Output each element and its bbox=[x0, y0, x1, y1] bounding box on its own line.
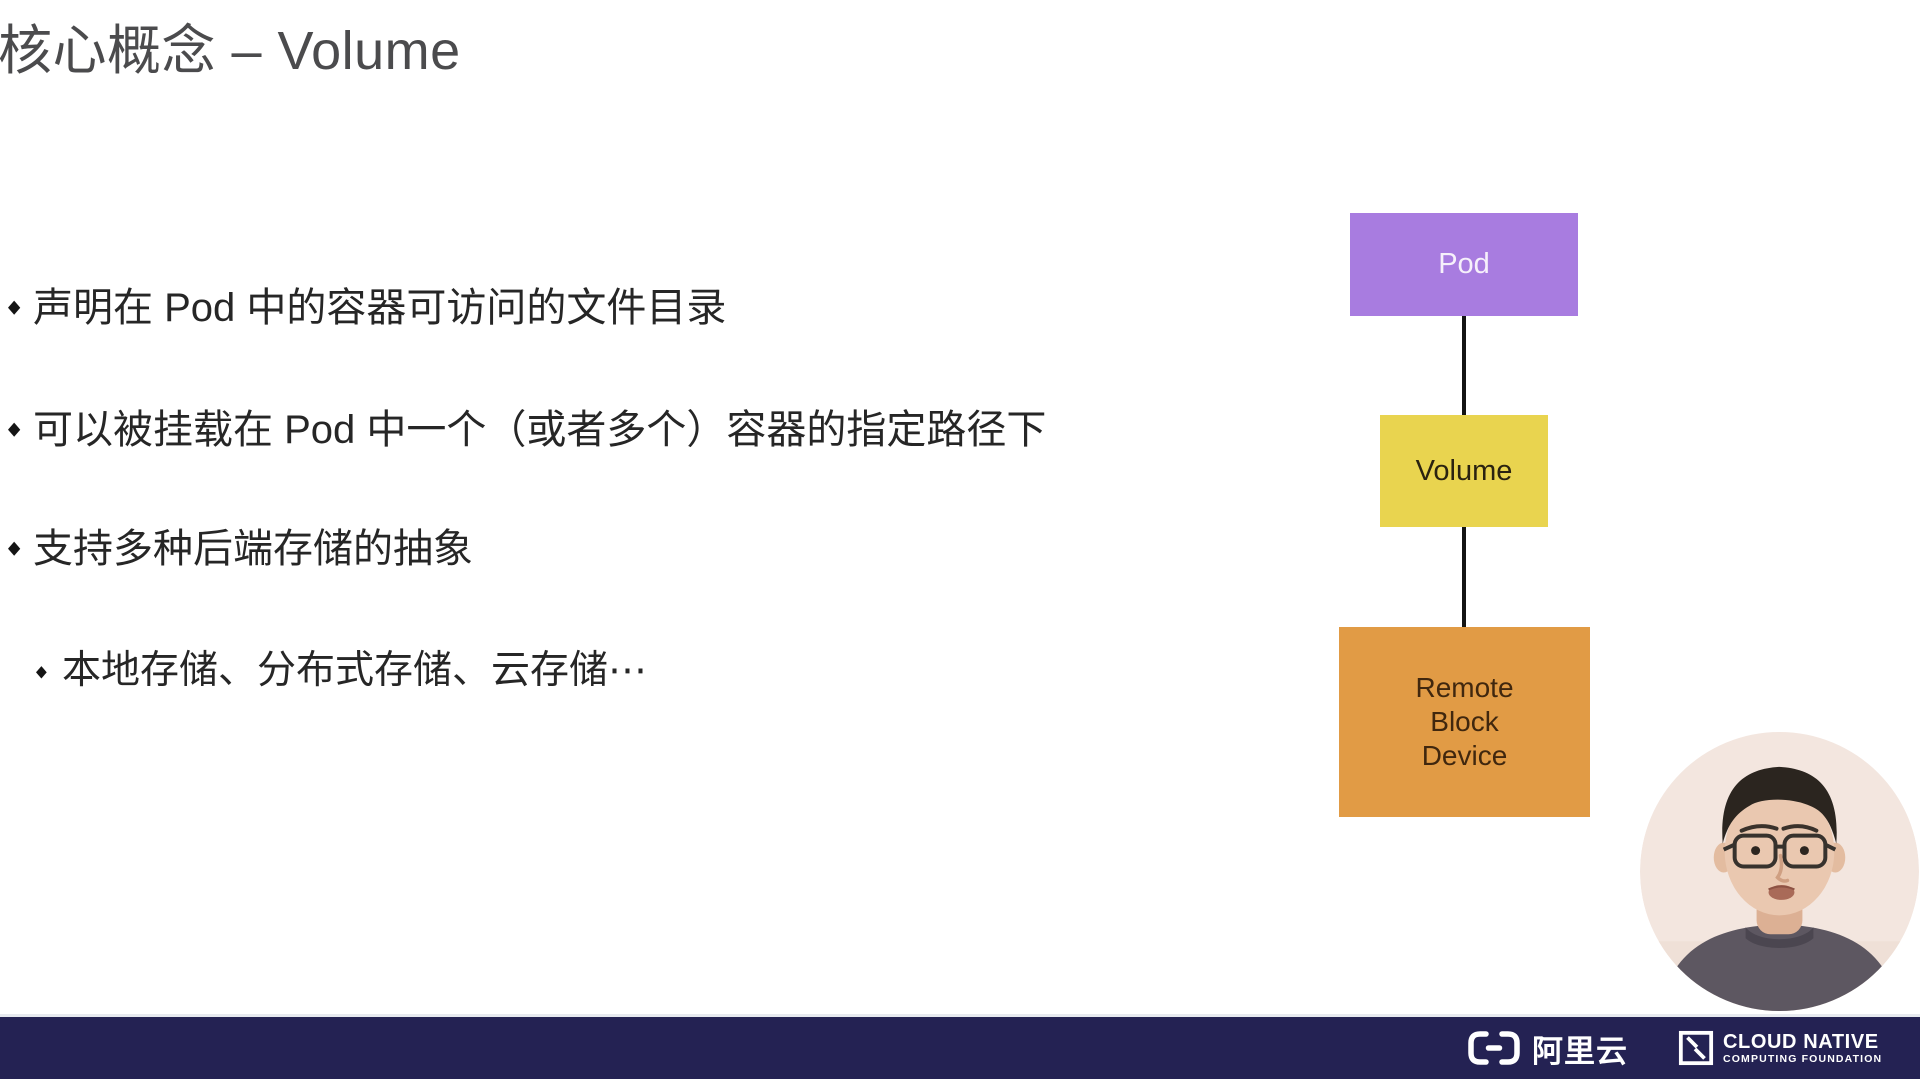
footer-bar: 阿里云 CLOUD NATIVE COMPUTING FOUNDATION bbox=[0, 1017, 1920, 1079]
diagram-connector-pod-volume bbox=[1462, 316, 1466, 415]
diagram-node-volume: Volume bbox=[1380, 415, 1548, 527]
diagram-node-remote-block-device: Remote Block Device bbox=[1339, 627, 1590, 817]
page-title: 核心概念 – Volume bbox=[0, 21, 461, 81]
diagram-node-remote-label-line: Device bbox=[1421, 740, 1508, 771]
cncf-logo: CLOUD NATIVE COMPUTING FOUNDATION bbox=[1678, 1017, 1882, 1079]
alibaba-cloud-brackets-icon bbox=[1466, 1029, 1522, 1067]
diagram-node-remote-label-line: Remote bbox=[1415, 672, 1514, 703]
bullet-text: 可以被挂载在 Pod 中一个（或者多个）容器的指定路径下 bbox=[33, 408, 1047, 452]
diagram-node-volume-label: Volume bbox=[1415, 454, 1513, 487]
bullet-diamond-icon: ◆ bbox=[36, 661, 47, 681]
diagram-node-remote-label-line: Block bbox=[1430, 706, 1499, 737]
bullet-diamond-icon: ◆ bbox=[8, 419, 21, 440]
sub-bullet-item: ◆ 本地存储、分布式存储、云存储⋯ bbox=[36, 648, 647, 694]
bullet-item: ◆ 支持多种后端存储的抽象 bbox=[8, 526, 473, 572]
bullet-item: ◆ 可以被挂载在 Pod 中一个（或者多个）容器的指定路径下 bbox=[8, 407, 1046, 453]
sub-bullet-text: 本地存储、分布式存储、云存储⋯ bbox=[62, 649, 648, 692]
cncf-wordmark-line1: CLOUD NATIVE bbox=[1723, 1030, 1879, 1053]
presenter-portrait-illustration bbox=[1640, 732, 1919, 1011]
cncf-square-icon bbox=[1678, 1030, 1714, 1066]
diagram-node-pod: Pod bbox=[1350, 213, 1578, 316]
bullet-item: ◆ 声明在 Pod 中的容器可访问的文件目录 bbox=[8, 285, 726, 331]
bullet-text: 声明在 Pod 中的容器可访问的文件目录 bbox=[33, 286, 727, 330]
alibaba-cloud-logo: 阿里云 bbox=[1466, 1017, 1628, 1079]
diagram-connector-volume-remote bbox=[1462, 527, 1466, 627]
diagram-node-pod-label: Pod bbox=[1438, 248, 1490, 280]
alibaba-cloud-wordmark: 阿里云 bbox=[1532, 1033, 1628, 1069]
cncf-wordmark-line2: COMPUTING FOUNDATION bbox=[1723, 1052, 1883, 1065]
bullet-text: 支持多种后端存储的抽象 bbox=[33, 527, 473, 571]
presenter-webcam bbox=[1640, 731, 1919, 1012]
bullet-diamond-icon: ◆ bbox=[8, 297, 21, 318]
slide-bottom-edge bbox=[0, 1014, 1920, 1017]
bullet-diamond-icon: ◆ bbox=[8, 538, 21, 559]
cncf-wordmark: CLOUD NATIVE COMPUTING FOUNDATION bbox=[1723, 1030, 1883, 1065]
